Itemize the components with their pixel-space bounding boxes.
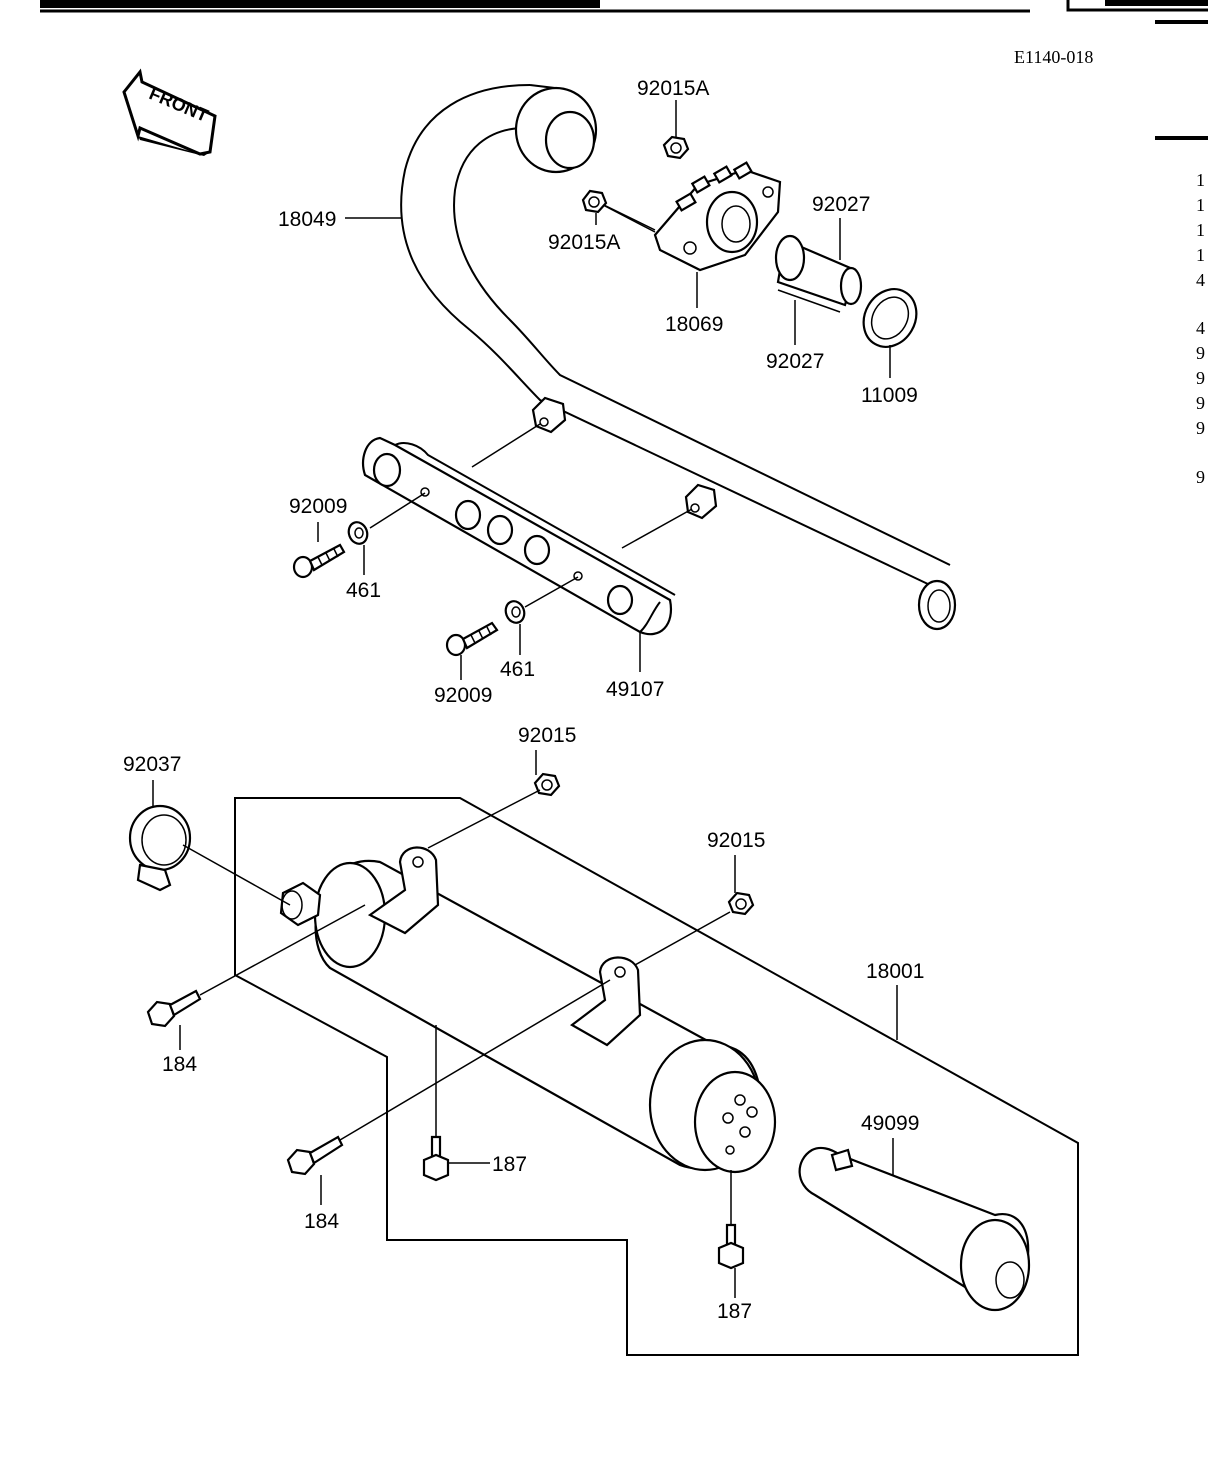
- bolt-187-mid: [422, 1135, 450, 1182]
- label-92009-bottom: 92009: [434, 684, 492, 707]
- heat-guard-49107: [362, 436, 676, 636]
- margin-digit: 9: [1196, 343, 1205, 363]
- margin-digit: 9: [1196, 368, 1205, 388]
- screw-92009-top: [292, 543, 346, 579]
- label-18001: 18001: [866, 960, 924, 983]
- bolt-184-bottom: [286, 1135, 344, 1176]
- muffler-clamp-92037: [128, 804, 192, 892]
- exhaust-collar-92027: [774, 234, 863, 313]
- label-187-mid: 187: [492, 1153, 527, 1176]
- margin-digit: 9: [1196, 418, 1205, 438]
- flange-nut-92015A-mid: [581, 189, 608, 214]
- label-92009-top: 92009: [289, 495, 347, 518]
- right-margin-digits: 1 1 1 1 4 4 9 9 9 9 9: [1196, 170, 1205, 487]
- margin-digit: 1: [1196, 195, 1205, 215]
- muffler-18001: [279, 846, 777, 1174]
- exhaust-pipe-18049: [400, 84, 957, 631]
- label-11009: 11009: [861, 384, 918, 407]
- label-92027-top: 92027: [812, 193, 870, 216]
- label-92027-bottom: 92027: [766, 350, 824, 373]
- front-arrow-icon: FRONT: [122, 68, 217, 156]
- exhaust-flange-18069: [653, 161, 782, 272]
- page-header-rules: [40, 0, 1208, 140]
- label-49107: 49107: [606, 678, 664, 701]
- margin-digit: 9: [1196, 467, 1205, 487]
- muffler-nut-92015-top: [533, 772, 561, 797]
- label-92015A-top: 92015A: [637, 77, 709, 100]
- margin-digit: 1: [1196, 170, 1205, 190]
- label-92015A-mid: 92015A: [548, 231, 620, 254]
- label-461-bottom: 461: [500, 658, 535, 681]
- flange-nut-92015A-top: [662, 135, 690, 160]
- margin-digit: 9: [1196, 393, 1205, 413]
- label-187-bottom: 187: [717, 1300, 752, 1323]
- label-461-top: 461: [346, 579, 381, 602]
- bolt-187-bottom: [717, 1223, 745, 1270]
- label-92037: 92037: [123, 753, 181, 776]
- label-18069: 18069: [665, 313, 723, 336]
- margin-digit: 1: [1196, 220, 1205, 240]
- muffler-nut-92015-mid: [727, 891, 755, 916]
- exhaust-gasket-11009: [862, 288, 918, 348]
- label-49099: 49099: [861, 1112, 919, 1135]
- margin-digit: 4: [1196, 270, 1205, 290]
- reference-code: E1140-018: [1014, 47, 1093, 67]
- label-92015-mid: 92015: [707, 829, 765, 852]
- label-18049: 18049: [278, 208, 336, 231]
- label-184-bottom: 184: [304, 1210, 339, 1233]
- screw-92009-bottom: [445, 621, 499, 657]
- margin-digit: 4: [1196, 318, 1205, 338]
- washer-461-bottom: [504, 600, 526, 624]
- silencer-insert-49099: [798, 1146, 1031, 1312]
- washer-461-top: [347, 521, 369, 545]
- leader-lines-upper: [317, 100, 891, 680]
- label-92015-top: 92015: [518, 724, 576, 747]
- label-184-top: 184: [162, 1053, 197, 1076]
- bolt-184-top: [146, 989, 202, 1028]
- leader-lines-lower: [152, 750, 898, 1298]
- part-labels: 18049 92015A 92015A 92027 18069 92027 11…: [123, 77, 924, 1323]
- muffler-assembly-boundary: [234, 797, 1079, 1356]
- margin-digit: 1: [1196, 245, 1205, 265]
